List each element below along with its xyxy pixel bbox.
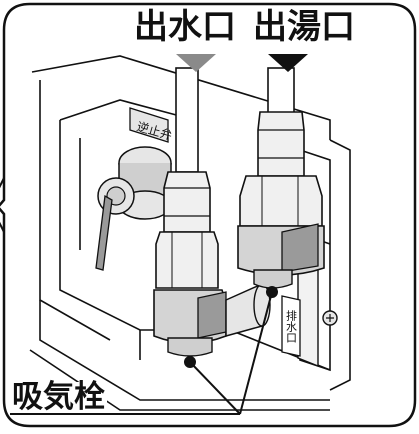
hot-water-hose [237,67,325,298]
callout-tail [0,177,5,233]
engraved-drain: 排水口 [285,309,298,343]
valve-lever [95,194,113,271]
drain-plate: 排水口 [281,295,301,357]
hot-water-outlet-arrow-icon [268,54,308,72]
air-intake-valve-label: 吸気栓 [10,379,107,415]
water-outlet-arrow-icon [176,54,216,72]
air-valve-leader-lines [10,291,273,415]
water-hose [153,67,271,368]
water-outlet-label: 出水口 [134,7,236,47]
hot-water-outlet-label: 出湯口 [253,7,355,47]
shutoff-valve: 逆止弁 [95,107,174,271]
